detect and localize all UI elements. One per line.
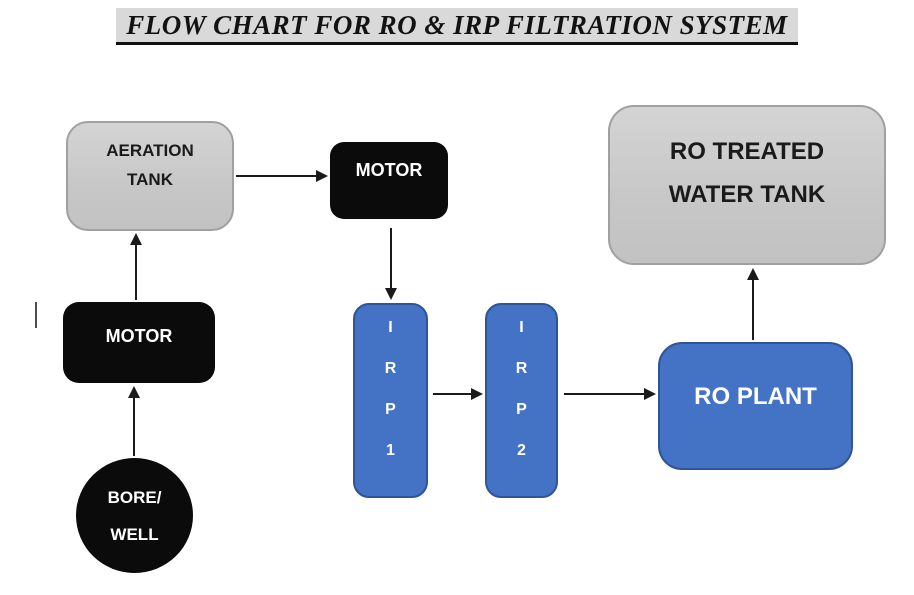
arrow-right-icon bbox=[316, 170, 328, 182]
arrow-up-icon bbox=[747, 268, 759, 280]
page-title: FLOW CHART FOR RO & IRP FILTRATION SYSTE… bbox=[116, 8, 798, 45]
title-wrap: FLOW CHART FOR RO & IRP FILTRATION SYSTE… bbox=[0, 8, 914, 45]
arrow-right-icon bbox=[644, 388, 656, 400]
node-label: RO PLANT bbox=[694, 383, 817, 410]
node-letter: P bbox=[385, 400, 396, 418]
arrow-irp-2-to-ro-plant bbox=[564, 388, 656, 400]
arrow-right-icon bbox=[471, 388, 483, 400]
arrow-shaft bbox=[236, 175, 318, 177]
arrow-up-icon bbox=[130, 233, 142, 245]
node-letter: 2 bbox=[517, 441, 526, 459]
node-letter: P bbox=[516, 400, 527, 418]
arrow-motor-top-to-irp-1 bbox=[385, 228, 397, 300]
node-label-line: TANK bbox=[127, 170, 173, 189]
node-letter: I bbox=[519, 318, 524, 336]
node-label: MOTOR bbox=[355, 160, 423, 180]
arrow-shaft bbox=[433, 393, 473, 395]
arrow-shaft bbox=[135, 243, 137, 300]
node-motor-left: MOTOR bbox=[63, 302, 215, 383]
node-label-line: WELL bbox=[110, 524, 159, 544]
arrow-down-icon bbox=[385, 288, 397, 300]
node-ro-treated-water-tank: RO TREATED WATER TANK bbox=[608, 105, 886, 265]
node-ro-plant: RO PLANT bbox=[658, 342, 853, 470]
arrow-up-icon bbox=[128, 386, 140, 398]
arrow-irp-1-to-irp-2 bbox=[433, 388, 483, 400]
node-label: MOTOR bbox=[105, 326, 173, 346]
node-label-line: RO TREATED bbox=[669, 138, 825, 165]
arrow-aeration-tank-to-motor-top bbox=[236, 170, 328, 182]
node-irp-1: I R P 1 bbox=[353, 303, 428, 498]
stray-tick-mark bbox=[35, 302, 37, 328]
arrow-ro-plant-to-ro-treated-water-tank bbox=[747, 268, 759, 340]
node-letter: R bbox=[515, 359, 528, 377]
node-aeration-tank: AERATION TANK bbox=[66, 121, 234, 231]
arrow-bore-well-to-motor-left bbox=[128, 386, 140, 456]
arrow-shaft bbox=[752, 278, 754, 340]
node-irp-2: I R P 2 bbox=[485, 303, 558, 498]
node-bore-well: BORE/ WELL bbox=[76, 458, 193, 573]
arrow-motor-left-to-aeration-tank bbox=[130, 233, 142, 300]
node-label-line: BORE/ bbox=[107, 487, 162, 507]
node-letter: I bbox=[388, 318, 393, 336]
node-letter: R bbox=[384, 359, 397, 377]
node-label-line: AERATION bbox=[106, 141, 194, 160]
arrow-shaft bbox=[133, 396, 135, 456]
node-motor-top: MOTOR bbox=[330, 142, 448, 219]
node-label-line: WATER TANK bbox=[668, 181, 826, 208]
node-letter: 1 bbox=[386, 441, 395, 459]
arrow-shaft bbox=[564, 393, 646, 395]
arrow-shaft bbox=[390, 228, 392, 290]
